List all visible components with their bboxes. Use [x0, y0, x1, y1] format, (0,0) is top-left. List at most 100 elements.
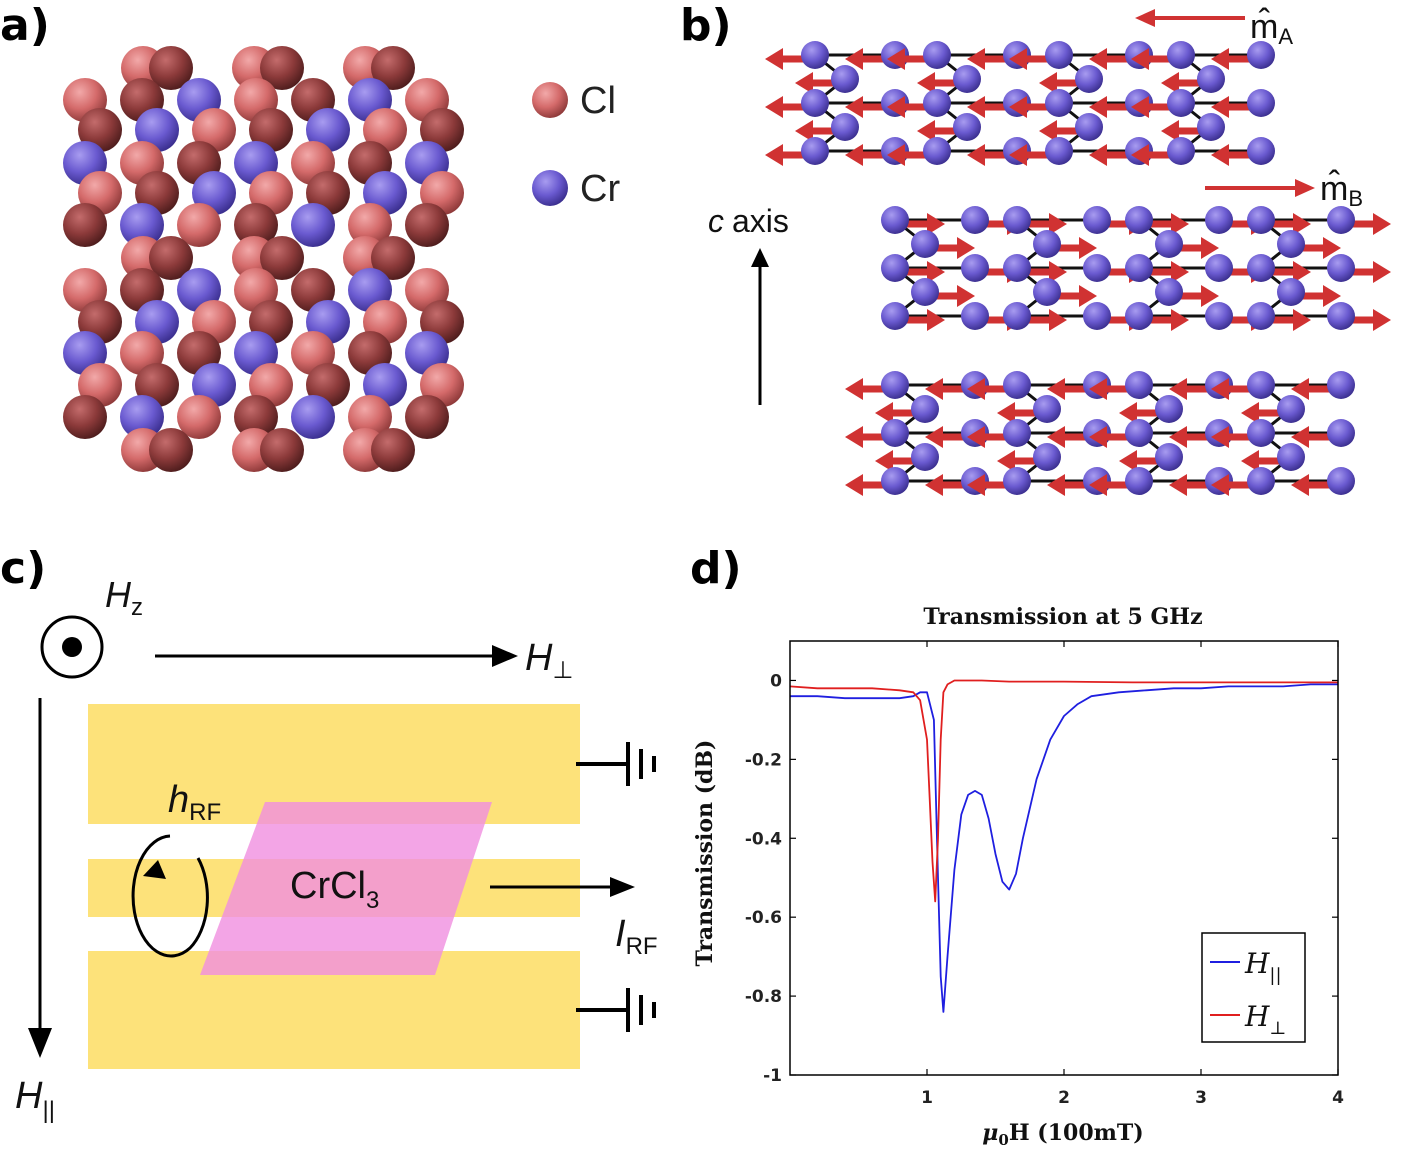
cr-atom: [1045, 41, 1073, 69]
cr-atom: [831, 113, 859, 141]
cr-legend-label: Cr: [580, 168, 620, 210]
spin-arrow-head: [1039, 72, 1057, 94]
y-tick-label: 0: [770, 671, 782, 691]
spin-arrow-head: [1291, 474, 1309, 496]
cr-atom: [1003, 206, 1031, 234]
spin-layer: [845, 371, 1355, 496]
spin-arrow-head: [1171, 213, 1189, 235]
atom: [63, 395, 107, 439]
spin-arrow-head: [967, 144, 985, 166]
spin-arrow-head: [795, 120, 813, 142]
cr-atom: [1003, 302, 1031, 330]
cr-atom: [1003, 254, 1031, 282]
spin-arrow-head: [1009, 48, 1027, 70]
cr-atom: [1277, 395, 1305, 423]
legend-box: [1201, 932, 1306, 1043]
spin-arrow-head: [967, 96, 985, 118]
spin-arrow-head: [1119, 450, 1137, 472]
spin-arrow-head: [957, 237, 975, 259]
series-h-perp-line: [789, 679, 1338, 903]
spin-arrow-head: [997, 450, 1015, 472]
m-b-label: m̂B: [1320, 169, 1363, 211]
spin-arrow-head: [1241, 402, 1259, 424]
h-perp-label: H⊥: [525, 637, 573, 684]
cr-atom: [1075, 65, 1103, 93]
cr-atom: [881, 467, 909, 495]
cr-atom: [881, 206, 909, 234]
cr-atom: [1045, 137, 1073, 165]
cr-atom: [1327, 254, 1355, 282]
cr-atom: [1205, 206, 1233, 234]
h-rf-label: hRF: [168, 779, 221, 826]
cr-atom: [1327, 302, 1355, 330]
spin-arrow-head: [1047, 474, 1065, 496]
atom: [192, 108, 236, 152]
loop-arrow-icon: [143, 860, 166, 879]
cr-atom: [961, 206, 989, 234]
transmission-chart: Transmission at 5 GHz μ0H (100mT) Transm…: [692, 604, 1344, 1149]
cr-atom: [1083, 254, 1111, 282]
cr-atom: [1045, 89, 1073, 117]
spin-arrow-head: [1161, 72, 1179, 94]
spin-layer: [765, 41, 1275, 166]
spin-arrow-head: [967, 426, 985, 448]
atom: [149, 428, 193, 472]
waveguide: CrCl3: [88, 704, 580, 1069]
atom: [234, 395, 278, 439]
atom: [63, 203, 107, 247]
x-tick-label: 3: [1195, 1088, 1207, 1108]
atom: [120, 203, 164, 247]
spin-arrow-head: [1049, 261, 1067, 283]
cr-atom: [1277, 443, 1305, 471]
spin-arrow-head: [1089, 144, 1107, 166]
cr-atom: [1247, 419, 1275, 447]
atom: [120, 395, 164, 439]
cr-atom: [881, 254, 909, 282]
spin-arrow-head: [1211, 426, 1229, 448]
spin-arrow-head: [845, 144, 863, 166]
atom: [249, 108, 293, 152]
spin-arrow-head: [1293, 261, 1311, 283]
cr-atom: [1247, 254, 1275, 282]
cr-atom: [801, 137, 829, 165]
m-a-indicator: m̂A: [1135, 7, 1293, 49]
cr-atom: [1003, 371, 1031, 399]
spin-arrow-head: [1291, 426, 1309, 448]
cr-atom: [1167, 41, 1195, 69]
cr-atom: [911, 395, 939, 423]
spin-arrow-head: [1169, 378, 1187, 400]
spin-arrow-head: [917, 120, 935, 142]
cr-atom: [953, 65, 981, 93]
spin-arrow-head: [1079, 285, 1097, 307]
spin-arrow-head: [1211, 474, 1229, 496]
spin-arrow-head: [997, 402, 1015, 424]
atom: [405, 395, 449, 439]
spin-arrow-head: [927, 309, 945, 331]
cr-atom: [1033, 278, 1061, 306]
spin-arrow-head: [1373, 309, 1391, 331]
atom: [371, 428, 415, 472]
spin-arrow-head: [1211, 48, 1229, 70]
atom: [260, 236, 304, 280]
ground-symbol-bottom: [576, 988, 656, 1032]
spin-arrow-head: [1373, 213, 1391, 235]
spin-arrow-head: [1323, 237, 1341, 259]
cr-atom: [1083, 206, 1111, 234]
out-of-plane-circle-icon: [40, 615, 104, 679]
spin-arrow-head: [967, 48, 985, 70]
spin-arrow-head: [1047, 426, 1065, 448]
cr-atom: [1247, 467, 1275, 495]
spin-arrow-head: [927, 261, 945, 283]
i-rf-label: IRF: [615, 913, 658, 960]
cr-atom: [1205, 302, 1233, 330]
crcl3-sample: [200, 802, 492, 975]
cr-atom: [911, 443, 939, 471]
sample-label: CrCl3: [290, 865, 379, 914]
y-tick-label: -0.2: [745, 750, 782, 770]
spin-arrow-head: [1009, 96, 1027, 118]
cr-atom: [1247, 302, 1275, 330]
cr-atom: [1125, 206, 1153, 234]
i-rf-arrow: IRF: [490, 877, 658, 960]
